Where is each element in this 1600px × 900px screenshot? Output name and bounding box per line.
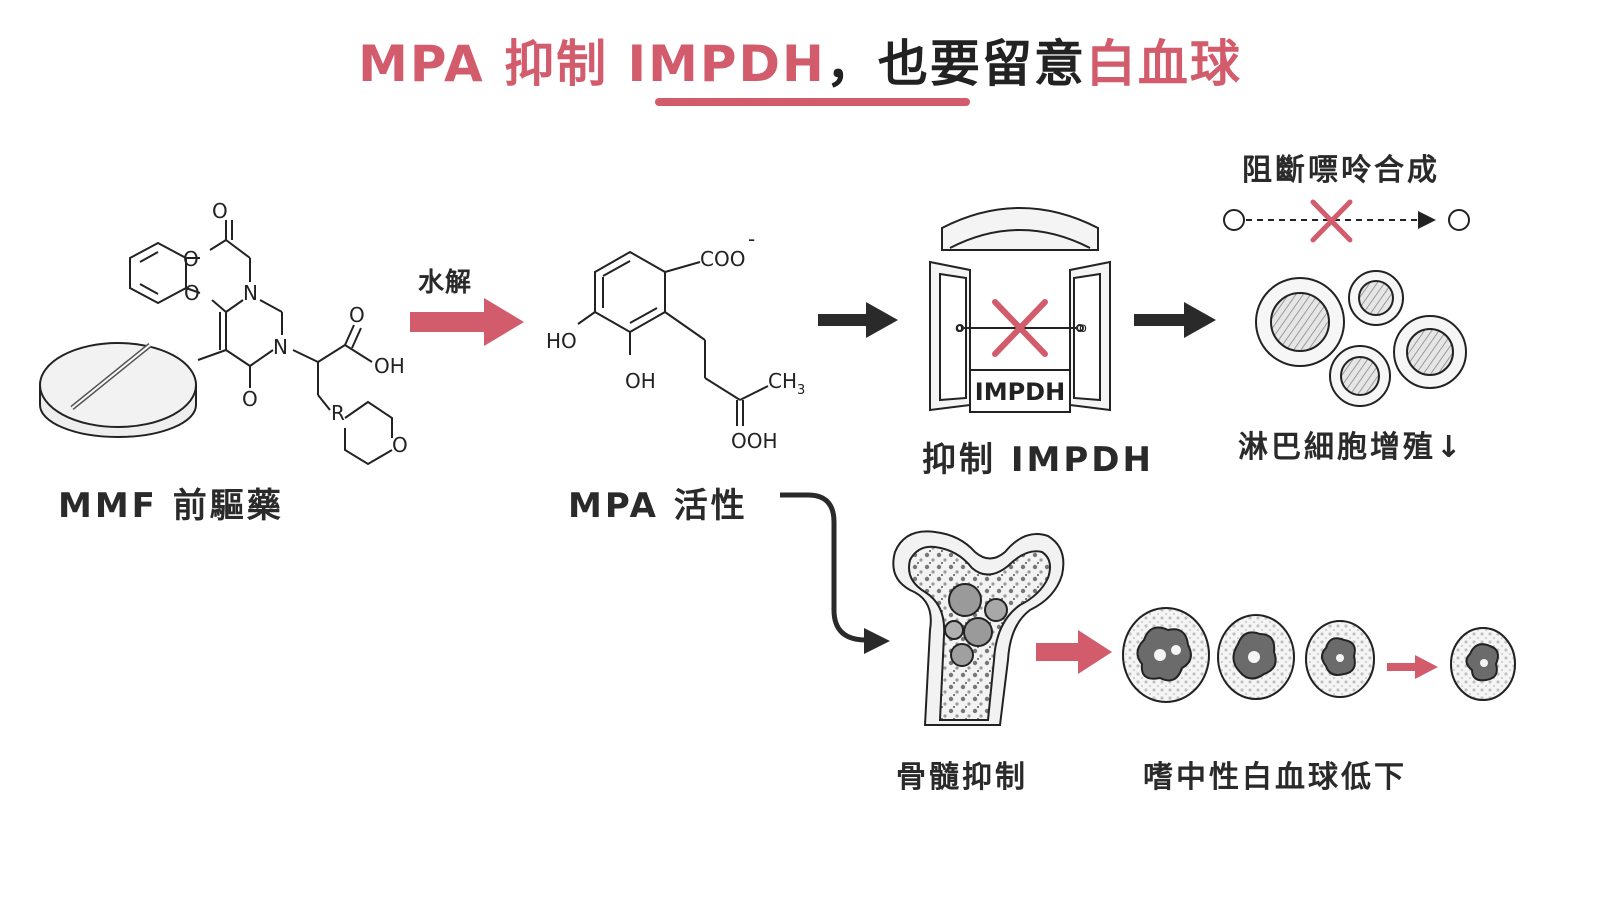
cell-icon bbox=[1255, 277, 1345, 367]
mpa-atoms: COO - HO OH CH 3 OOH bbox=[546, 227, 805, 453]
cell-icon bbox=[1393, 315, 1467, 389]
svg-text:O: O bbox=[349, 303, 365, 327]
mmf-label: MMF 前驅藥 bbox=[58, 486, 284, 526]
purine-pathway bbox=[1223, 209, 1470, 231]
svg-text:O: O bbox=[242, 387, 258, 411]
arrow-to-neutrophils bbox=[1036, 630, 1112, 674]
mpa-structure bbox=[577, 250, 769, 426]
svg-text:OH: OH bbox=[374, 354, 405, 378]
title-part-1: MPA 抑制 IMPDH bbox=[358, 35, 826, 93]
block-purine-label: 阻斷嘌呤合成 bbox=[1242, 153, 1440, 188]
svg-text:R: R bbox=[331, 401, 345, 425]
pill-icon bbox=[39, 342, 197, 438]
svg-text:-: - bbox=[748, 227, 755, 251]
enzyme-right-o: o bbox=[1079, 321, 1087, 336]
arrow-decline bbox=[1387, 655, 1438, 679]
neutrophil-icon bbox=[1122, 607, 1210, 703]
svg-text:O: O bbox=[183, 247, 199, 271]
svg-text:COO: COO bbox=[700, 247, 745, 271]
title-part-2: ，也要留意 bbox=[825, 35, 1086, 93]
enzyme-left-o: o bbox=[955, 321, 963, 336]
purine-cross-icon bbox=[1310, 199, 1353, 243]
svg-text:O: O bbox=[212, 199, 228, 223]
neutrophil-icon bbox=[1305, 620, 1375, 698]
hydrolysis-arrow bbox=[410, 298, 524, 346]
mmf-structure bbox=[129, 220, 393, 466]
cell-icon bbox=[1329, 345, 1391, 407]
bone-icon bbox=[892, 530, 1065, 726]
neutrophil-icon bbox=[1450, 627, 1516, 701]
curved-arrow bbox=[780, 492, 890, 654]
lymph-label: 淋巴細胞增殖↓ bbox=[1238, 430, 1465, 465]
svg-text:OH: OH bbox=[625, 369, 656, 393]
neutrophil-icon bbox=[1217, 614, 1295, 700]
neutro-label: 嗜中性白血球低下 bbox=[1143, 760, 1407, 795]
svg-text:3: 3 bbox=[797, 383, 805, 398]
svg-text:CH: CH bbox=[768, 369, 797, 393]
svg-text:O: O bbox=[392, 433, 408, 457]
inhibit-impdh-label: 抑制 IMPDH bbox=[922, 440, 1154, 480]
lymphocyte-cells bbox=[1255, 270, 1467, 407]
arrow-to-enzyme bbox=[818, 302, 898, 338]
svg-text:HO: HO bbox=[546, 329, 577, 353]
svg-text:N: N bbox=[243, 281, 258, 305]
cell-icon bbox=[1348, 270, 1404, 326]
mpa-label: MPA 活性 bbox=[568, 486, 748, 526]
marrow-label: 骨髓抑制 bbox=[896, 760, 1028, 795]
cross-icon bbox=[992, 299, 1048, 357]
svg-text:OOH: OOH bbox=[731, 429, 778, 453]
mmf-atoms: O O O N N O O OH R O bbox=[183, 199, 408, 457]
neutrophil-cells bbox=[1122, 607, 1516, 703]
hydrolysis-label: 水解 bbox=[418, 268, 473, 298]
enzyme-label: IMPDH bbox=[975, 378, 1065, 406]
page-title: MPA 抑制 IMPDH，也要留意白血球 bbox=[0, 24, 1600, 96]
svg-text:O: O bbox=[184, 281, 200, 305]
arrow-to-lymph bbox=[1134, 302, 1216, 338]
title-part-3: 白血球 bbox=[1085, 35, 1242, 93]
title-underline bbox=[655, 98, 970, 106]
svg-text:N: N bbox=[273, 335, 288, 359]
